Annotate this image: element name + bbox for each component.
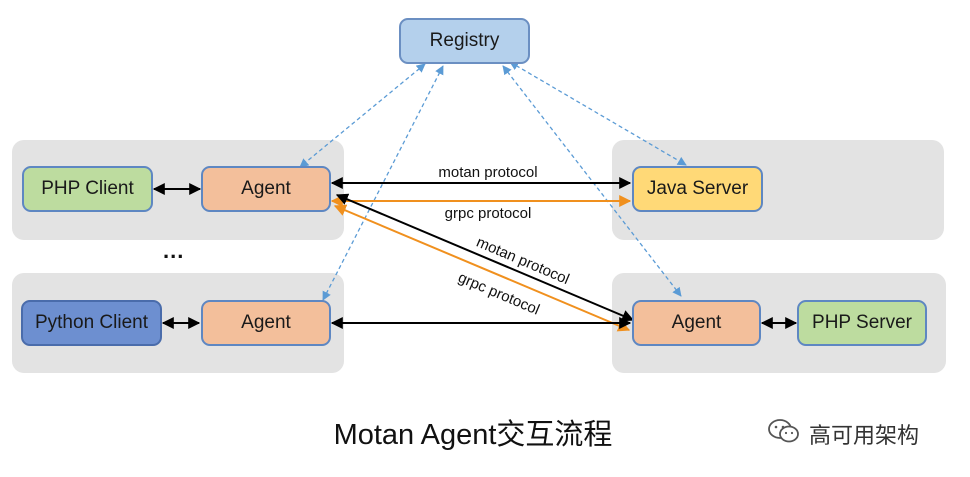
agent-server-node: Agent [632, 300, 761, 346]
more-clients-ellipsis: ... [163, 238, 185, 263]
wechat-icon [767, 418, 801, 450]
php-client-node: PHP Client [22, 166, 153, 212]
java-server-node: Java Server [632, 166, 763, 212]
diagram-caption: Motan Agent交互流程 [333, 419, 613, 451]
agent-client-top-node: Agent [201, 166, 331, 212]
watermark-text: 高可用架构 [809, 423, 920, 448]
php-server-node: PHP Server [797, 300, 927, 346]
edge-registry-agent-top [299, 63, 426, 168]
edge-grpc-diag [333, 204, 631, 332]
label-grpc-top: grpc protocol [445, 205, 532, 222]
agent-client-bottom-node: Agent [201, 300, 331, 346]
watermark: 高可用架构 [767, 418, 919, 450]
label-motan-top: motan protocol [438, 164, 537, 181]
edge-registry-java-server [509, 61, 687, 166]
registry-node: Registry [399, 18, 530, 64]
python-client-node: Python Client [21, 300, 162, 346]
